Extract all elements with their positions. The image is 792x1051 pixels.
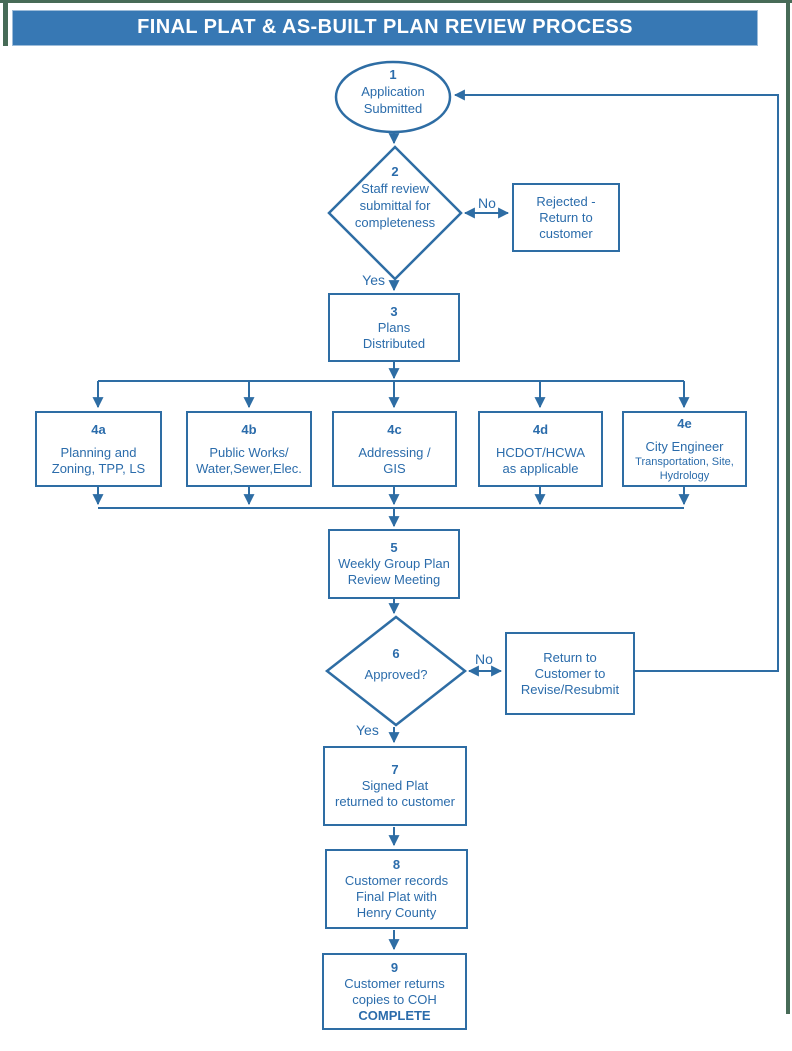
node-2-shape [327,145,463,281]
node-4d-number: 4d [532,421,549,437]
node-6-line: Approved? [364,667,428,682]
node-4d: 4d HCDOT/HCWA as applicable [478,411,603,487]
node-8-number: 8 [392,857,401,872]
node-8-line: Final Plat with [356,889,437,904]
node-2-line: completeness [354,215,436,230]
node-4e-line: Transportation, Site, [635,455,734,468]
node-9: 9 Customer returns copies to COH COMPLET… [322,953,467,1030]
node-7-number: 7 [391,762,399,777]
node-4a-line: Planning and [60,444,137,460]
node-4e-line: City Engineer [645,438,724,454]
node-5-line: Weekly Group Plan [338,556,450,571]
node-8: 8 Customer records Final Plat with Henry… [325,849,468,929]
node-8-line: Customer records [344,873,449,888]
node-1-line: Application [361,84,425,99]
node-4b: 4b Public Works/ Water,Sewer,Elec. [186,411,312,487]
node-2-line: submittal for [359,198,431,213]
node-4b-line: Water,Sewer,Elec. [196,460,302,476]
node-9-number: 9 [390,959,399,975]
node-6-shape [324,615,468,727]
node-4c-line: GIS [383,460,406,476]
node-5: 5 Weekly Group Plan Review Meeting [328,529,460,599]
node-9-line: Customer returns [344,975,445,991]
node-7-line: returned to customer [335,794,455,809]
node-4c-number: 4c [387,421,402,437]
node-4d-line: HCDOT/HCWA [495,444,586,460]
node-4a-number: 4a [91,421,106,437]
node-6: 6 Approved? [331,645,461,683]
node-9-line: copies to COH [352,991,437,1007]
node-return-line: Customer to [534,665,606,681]
node-3: 3 Plans Distributed [328,293,460,362]
node-4d-line: as applicable [502,460,579,476]
node-7: 7 Signed Plat returned to customer [323,746,467,826]
node-4e: 4e City Engineer Transportation, Site, H… [622,411,747,487]
node-2-line: Staff review [361,181,429,196]
frame-right-border [786,0,790,1014]
node-rejected-line: Return to [539,209,593,225]
frame-top-border [0,0,792,3]
node-1-line: Submitted [363,101,423,116]
node-4c-line: Addressing / [358,444,431,460]
node-rejected: Rejected - Return to customer [512,183,620,252]
node-3-line: Plans [377,319,411,335]
node-rejected-line: Rejected - [536,193,596,209]
node-8-line: Henry County [356,905,437,920]
node-return-line: Return to [543,649,597,665]
node-4e-number: 4e [677,415,692,431]
node-3-line: Distributed [362,335,426,351]
node-4e-line: Hydrology [659,469,710,482]
node-9-complete-label: COMPLETE [358,1007,431,1023]
node-2: 2 Staff review submittal for completenes… [325,163,465,231]
node-return-line: Revise/Resubmit [520,681,620,697]
node-1-number: 1 [389,67,397,82]
page-title: FINAL PLAT & AS-BUILT PLAN REVIEW PROCES… [12,10,758,46]
node-4a-line: Zoning, TPP, LS [51,460,146,476]
edge-feedback-loop [453,89,779,672]
node-4b-line: Public Works/ [209,444,289,460]
node-5-number: 5 [390,540,398,555]
node-5-line: Review Meeting [347,572,441,587]
node-6-number: 6 [392,646,400,661]
node-7-line: Signed Plat [361,778,429,793]
node-return: Return to Customer to Revise/Resubmit [505,632,635,715]
node-rejected-line: customer [539,225,593,241]
edge-label-yes-bottom: Yes [356,722,379,738]
node-4a: 4a Planning and Zoning, TPP, LS [35,411,162,487]
node-4b-number: 4b [241,421,257,437]
node-1: 1 Application Submitted [336,66,450,117]
edge-label-no-bottom: No [475,651,493,667]
frame-left-border [3,0,8,46]
node-2-number: 2 [391,164,399,179]
edge-label-yes-top: Yes [362,272,385,288]
node-4c: 4c Addressing / GIS [332,411,457,487]
edge-label-no-top: No [478,195,496,211]
node-3-number: 3 [390,303,398,319]
node-1-shape [334,60,452,134]
